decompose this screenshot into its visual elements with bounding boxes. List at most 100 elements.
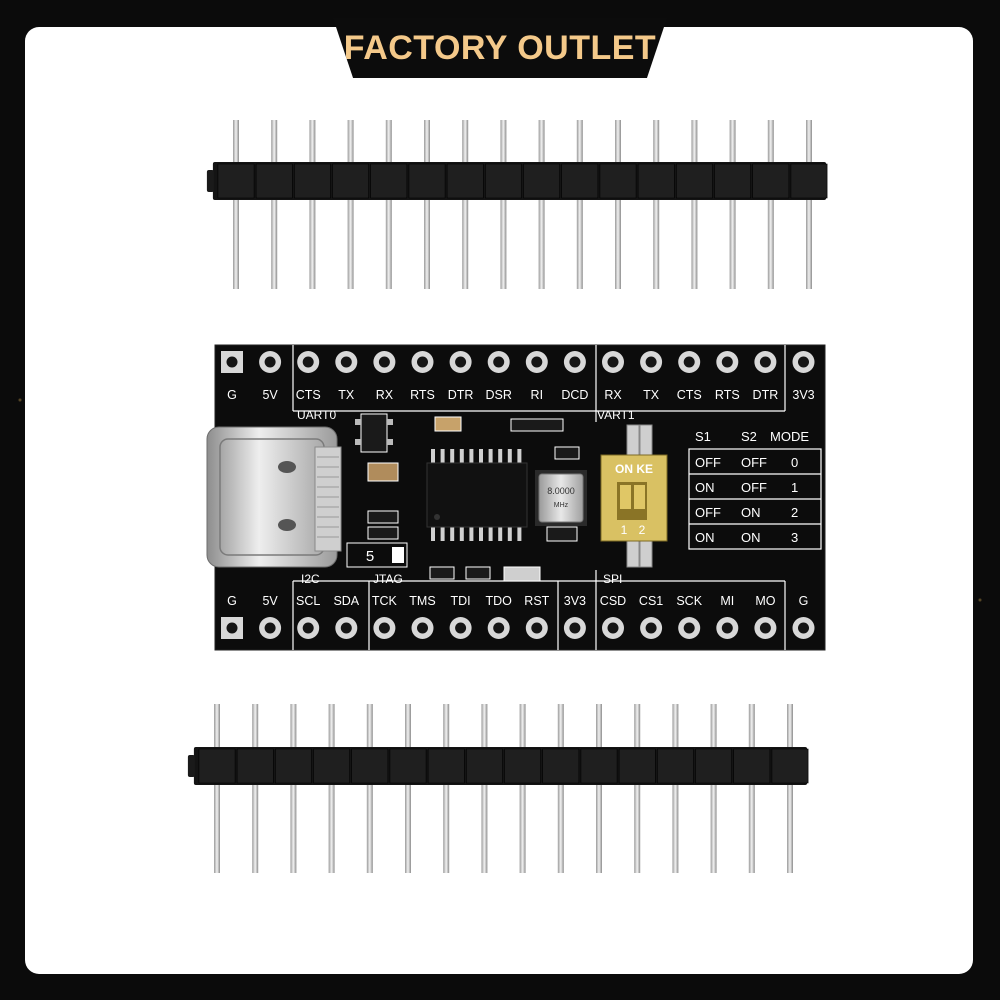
pad-hole	[683, 622, 695, 634]
header-segment	[217, 163, 255, 199]
mode-row-cell: 2	[791, 505, 798, 520]
ic-pin	[440, 527, 445, 541]
mode-row-cell: 1	[791, 480, 798, 495]
header-pin	[806, 120, 812, 289]
header-segment	[790, 163, 828, 199]
pad-hole	[378, 356, 390, 368]
header-segment	[293, 163, 331, 199]
pad-hole	[226, 356, 238, 368]
pad-hole	[302, 622, 314, 634]
header-pin	[405, 704, 411, 873]
header-segment	[370, 163, 408, 199]
mode-row-cell: OFF	[741, 455, 767, 470]
pad-hole	[417, 356, 428, 368]
pad-hole	[531, 356, 543, 368]
header-pin	[672, 704, 679, 873]
header-segment	[446, 163, 484, 199]
crystal-oscillator: 8.0000 MHz	[535, 470, 587, 526]
ic-pin	[479, 449, 483, 463]
top-pin-label: 3V3	[792, 388, 814, 402]
smd-components	[355, 413, 580, 582]
pad-hole	[455, 622, 467, 634]
header-segment	[656, 748, 694, 784]
ic-pin	[488, 449, 493, 463]
uart0-label: UART0	[297, 408, 336, 422]
ic-pin	[450, 449, 455, 463]
bottom-pin-label: CSD	[600, 594, 626, 608]
header-pin	[309, 120, 316, 289]
factory-outlet-banner: FACTORY OUTLET	[333, 18, 667, 78]
ic-pin	[431, 527, 435, 541]
ic-pin	[507, 449, 512, 463]
header-segment	[198, 748, 236, 784]
header-pin	[710, 704, 717, 873]
bottom-pin-label: SCK	[676, 594, 702, 608]
header-segment	[332, 163, 370, 199]
pad-hole	[264, 622, 276, 634]
bottom-pin-label: MI	[720, 594, 734, 608]
ic-pin	[459, 449, 464, 463]
bottom-pin-label: TCK	[372, 594, 398, 608]
dip-toggle-1[interactable]	[620, 485, 631, 509]
header-segment	[523, 163, 561, 199]
pad-hole	[569, 356, 581, 368]
ic-pin	[507, 527, 512, 541]
header-segment	[236, 748, 274, 784]
header-pin	[328, 704, 335, 873]
header-pin	[729, 120, 736, 289]
header-segment	[255, 163, 293, 199]
dip-switch[interactable]: ON KE 1 2	[600, 424, 668, 568]
header-pin	[500, 120, 507, 289]
dip-toggle-2[interactable]	[634, 485, 645, 509]
ic-pin	[431, 449, 435, 463]
pad-hole	[569, 622, 581, 634]
pad-hole	[721, 356, 733, 368]
header-pin	[691, 120, 698, 289]
bottom-pin-label: SDA	[333, 594, 359, 608]
header-segment	[484, 163, 522, 199]
bottom-pin-label: MO	[755, 594, 775, 608]
pad-hole	[264, 356, 276, 368]
header-pin	[538, 120, 545, 289]
header-segment	[275, 748, 312, 784]
bottom-pin-label: G	[799, 594, 809, 608]
pad-hole	[417, 622, 428, 634]
spi-label: SPI	[603, 572, 622, 586]
header-segment	[599, 163, 637, 199]
top-pin-label: RI	[531, 388, 544, 402]
header-pin	[748, 704, 755, 873]
ic-pin	[517, 449, 522, 463]
main-chip	[426, 449, 528, 541]
header-pin	[653, 120, 660, 289]
banner-text: FACTORY OUTLET	[343, 28, 657, 67]
bottom-pad-row	[221, 617, 815, 639]
pad-hole	[798, 356, 809, 368]
mode-header-s2: S2	[741, 429, 757, 444]
mode-row-cell: ON	[695, 480, 715, 495]
ic-pin	[517, 527, 522, 541]
pad-hole	[302, 356, 314, 368]
pad-hole	[226, 622, 238, 634]
top-pin-label: CTS	[677, 388, 702, 402]
header-segment	[542, 748, 580, 784]
top-pin-label: RX	[376, 388, 394, 402]
crystal-unit: MHz	[554, 502, 569, 509]
header-pin	[787, 704, 793, 873]
dip-number-1: 1	[621, 523, 628, 537]
top-pin-label: DTR	[753, 388, 779, 402]
header-segment	[351, 748, 389, 784]
top-pin-label: DCD	[561, 388, 588, 402]
header-segment	[427, 748, 465, 784]
mode-row-cell: 3	[791, 530, 798, 545]
header-pin	[443, 704, 450, 873]
ic-pin	[469, 449, 474, 463]
bottom-pin-label: G	[227, 594, 237, 608]
top-pin-label: G	[227, 388, 237, 402]
pad-hole	[340, 622, 352, 634]
header-pin	[519, 704, 526, 873]
header-segment	[618, 748, 656, 784]
ic-pin	[498, 449, 503, 463]
header-segment	[752, 163, 790, 199]
